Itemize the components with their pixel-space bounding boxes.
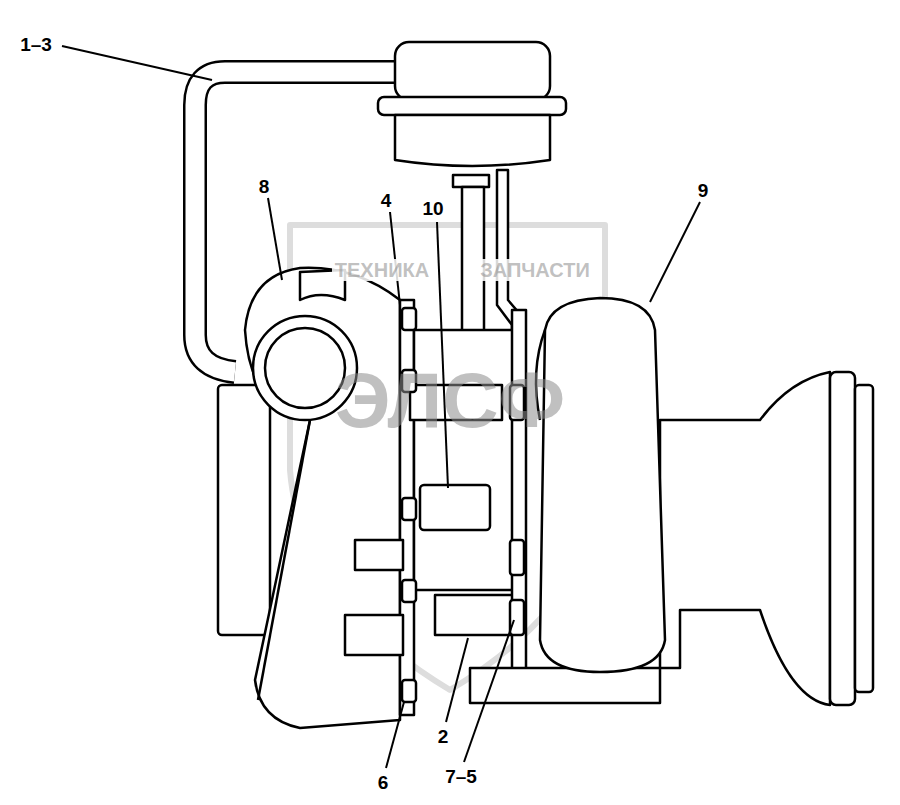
outlet-flange-lip xyxy=(855,385,873,692)
turbine-base xyxy=(470,668,660,703)
actuator-flange xyxy=(378,97,566,115)
center-web xyxy=(355,540,403,570)
callout-number: 7–5 xyxy=(443,766,479,787)
leader-lines xyxy=(62,46,700,768)
turbine-housing xyxy=(540,298,665,672)
oil-drain xyxy=(435,595,515,635)
compressor-inlet xyxy=(218,385,270,635)
watermark: ЭЛСФ xyxy=(335,361,565,439)
callout-number: 8 xyxy=(257,176,272,197)
compressor-outlet-bore xyxy=(265,328,345,408)
actuator-bottom xyxy=(395,115,550,166)
rod-end xyxy=(453,175,489,187)
housing-edge xyxy=(258,420,310,700)
turbine-outlet xyxy=(660,372,830,705)
outlet-flange xyxy=(830,372,855,705)
callout-number: 9 xyxy=(696,180,711,201)
callout-number: 4 xyxy=(379,190,394,211)
center-port xyxy=(420,485,490,530)
callout-number: 6 xyxy=(376,772,391,793)
compressor-housing xyxy=(245,268,400,728)
watermark: ЗАПЧАСТИ xyxy=(477,259,593,281)
callout-number: 2 xyxy=(436,726,451,747)
watermark: ТЕХНИКА xyxy=(332,259,432,281)
callout-number: 10 xyxy=(420,198,445,219)
callout-number: 1–3 xyxy=(18,34,54,55)
center-web xyxy=(345,615,403,655)
actuator-top xyxy=(395,42,550,100)
